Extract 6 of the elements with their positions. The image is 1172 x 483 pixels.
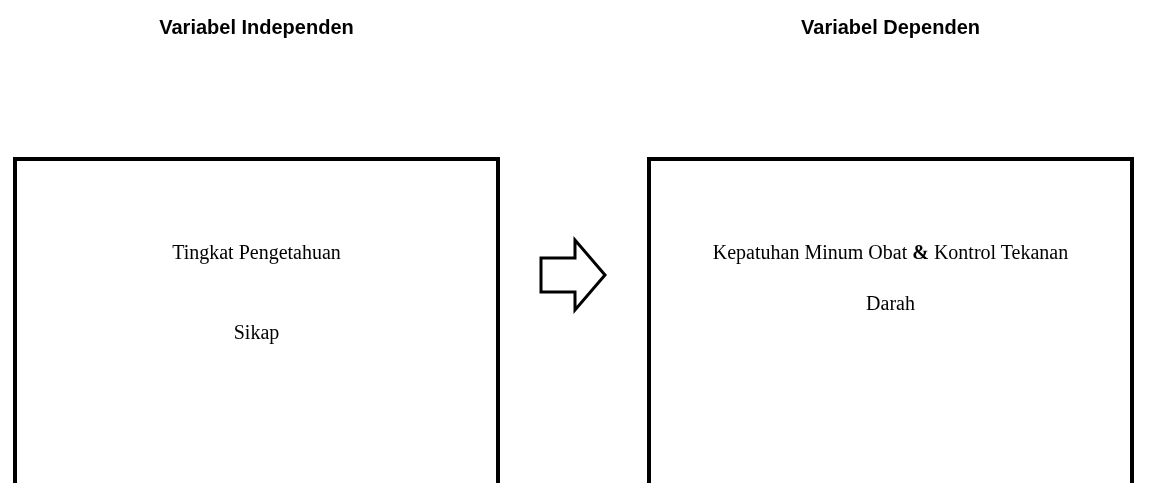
variable-text: Tingkat Pengetahuan [171,240,342,266]
variable-text: Sikap [232,320,281,346]
column-heading: Variabel Independen [158,16,355,39]
block-arrow [539,235,607,315]
column-heading: Variabel Dependen [800,16,981,39]
variable-text: Kepatuhan Minum Obat & Kontrol Tekanan Darah [711,240,1070,316]
